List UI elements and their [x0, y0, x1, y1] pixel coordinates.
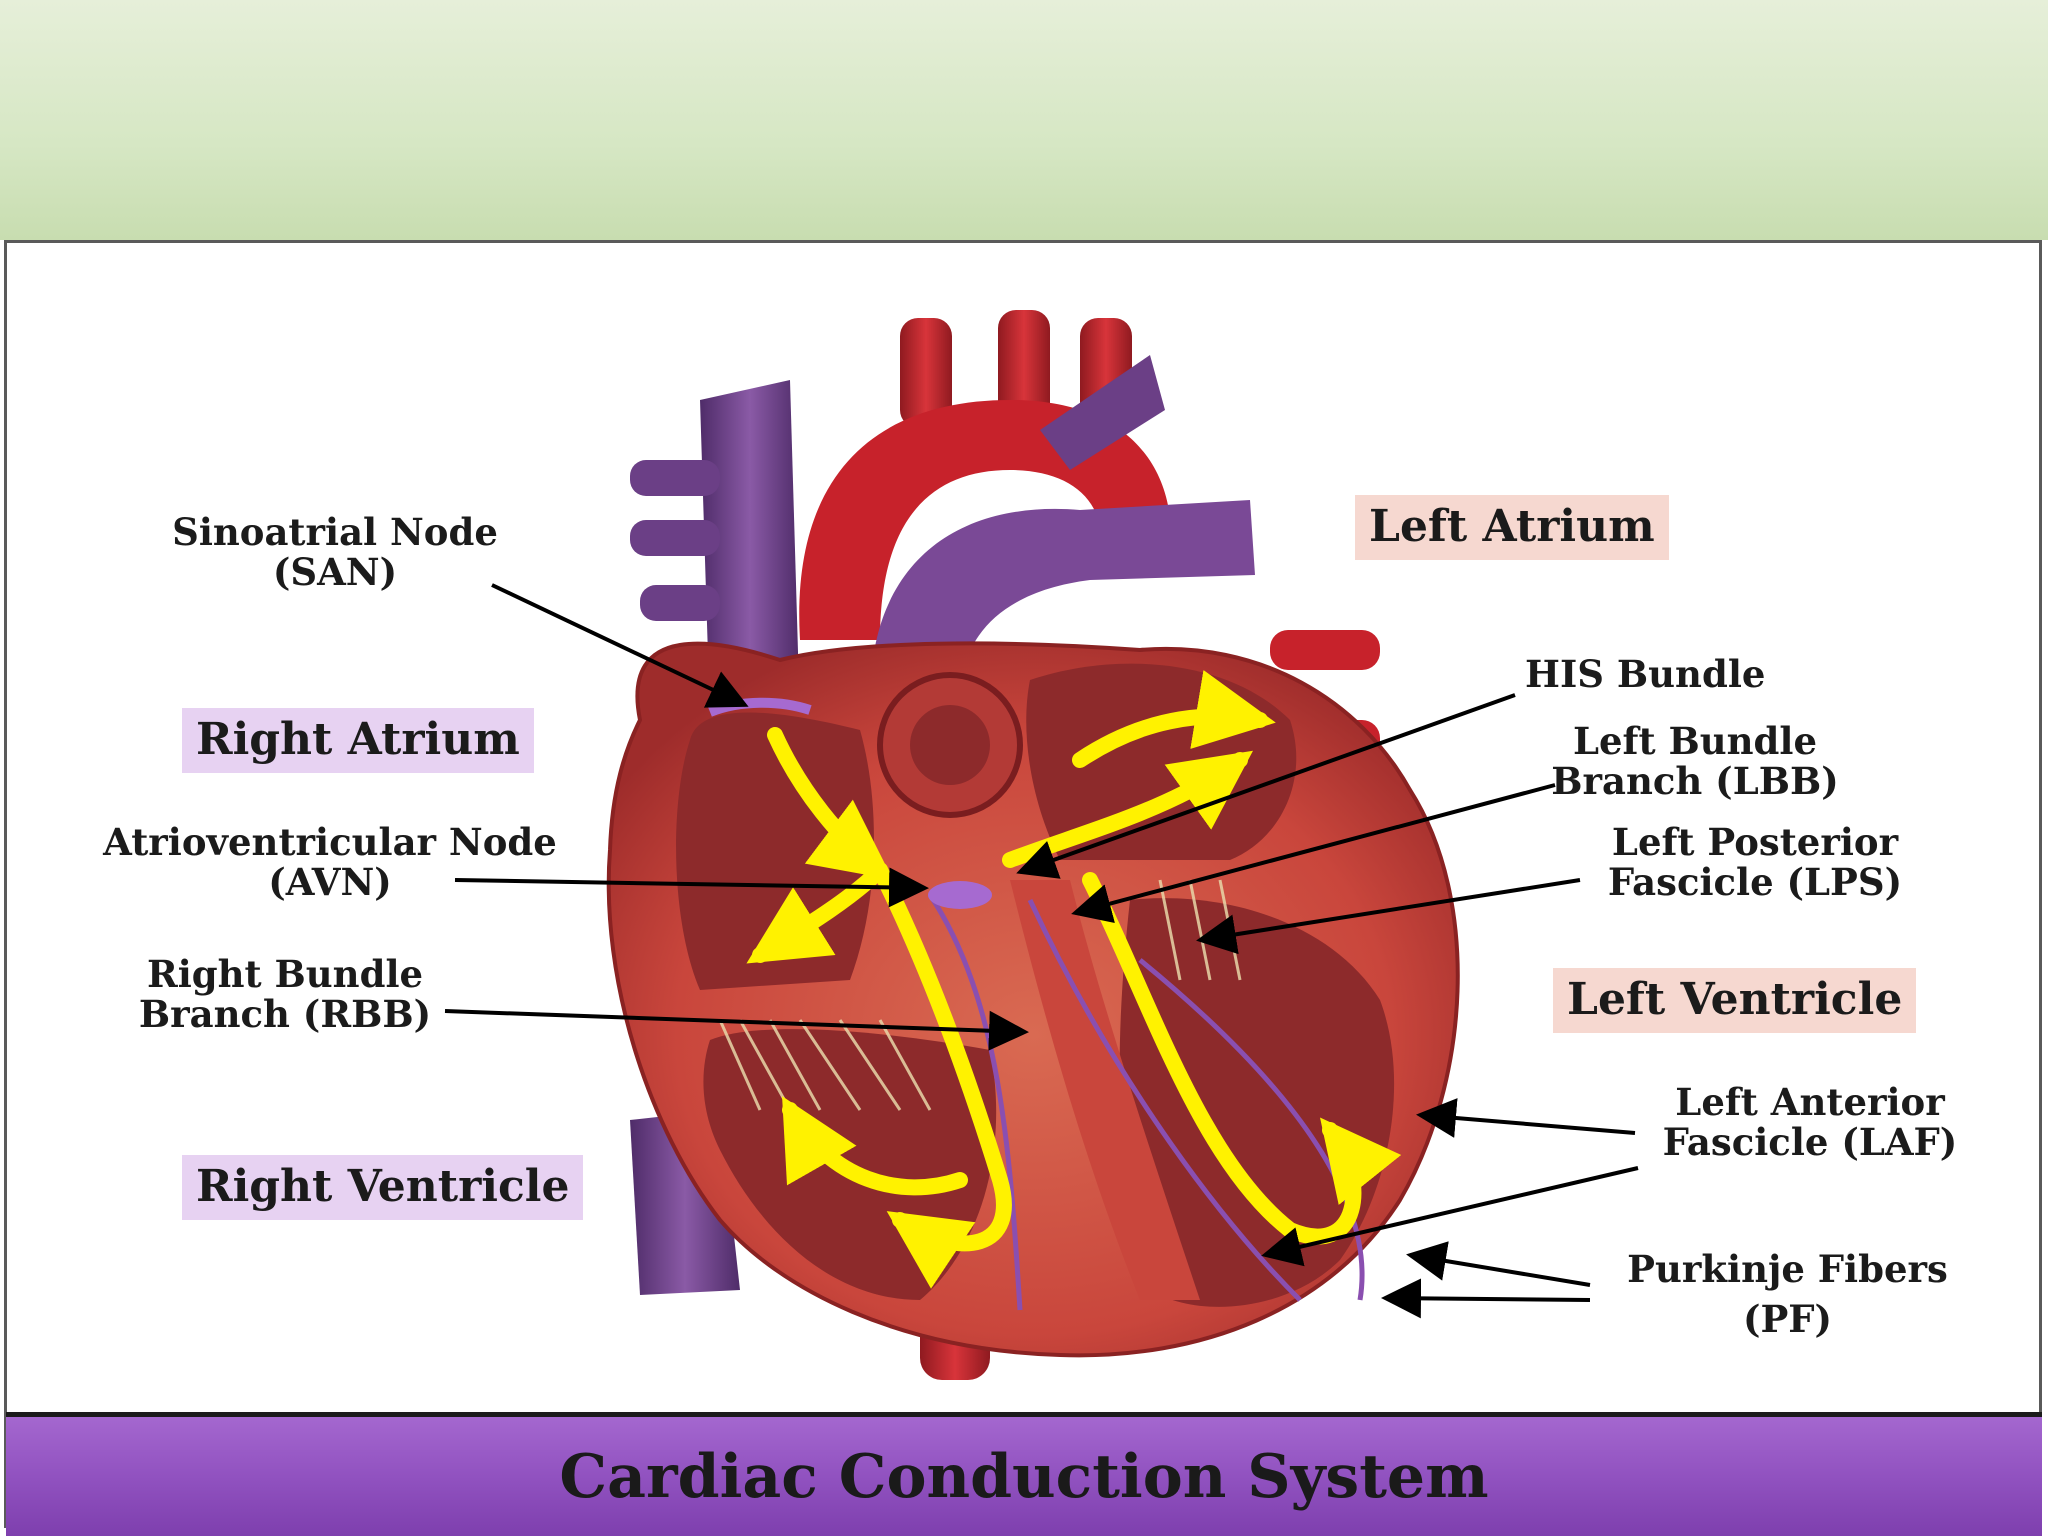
label-purkinje-fibers: Purkinje Fibers (PF): [1615, 1250, 1960, 1340]
pulmonary-vein-l3: [640, 585, 720, 621]
label-san-line1: Sinoatrial Node: [150, 513, 520, 553]
label-right-ventricle: Right Ventricle: [182, 1155, 583, 1220]
label-pf-line1: Purkinje Fibers: [1615, 1250, 1960, 1290]
pulmonary-vein-l2: [630, 520, 720, 556]
label-pf-line2: (PF): [1615, 1300, 1960, 1340]
label-left-atrium: Left Atrium: [1355, 495, 1669, 560]
label-left-posterior-fascicle: Left Posterior Fascicle (LPS): [1590, 823, 1920, 903]
label-right-atrium: Right Atrium: [182, 708, 534, 773]
label-lps-line1: Left Posterior: [1590, 823, 1920, 863]
arrow-pf-upper: [1410, 1255, 1590, 1285]
label-atrioventricular-node: Atrioventricular Node (AVN): [80, 823, 580, 903]
label-lbb-line1: Left Bundle: [1550, 722, 1840, 762]
av-node: [928, 881, 992, 909]
label-avn-line1: Atrioventricular Node: [80, 823, 580, 863]
label-left-bundle-branch: Left Bundle Branch (LBB): [1550, 722, 1840, 802]
label-lbb-line2: Branch (LBB): [1550, 762, 1840, 802]
label-right-bundle-branch: Right Bundle Branch (RBB): [120, 955, 450, 1035]
label-rbb-line2: Branch (RBB): [120, 995, 450, 1035]
label-laf-line2: Fascicle (LAF): [1650, 1123, 1970, 1163]
pulmonary-vein-r1: [1270, 630, 1380, 670]
aortic-valve-inner: [910, 705, 990, 785]
label-laf-line1: Left Anterior: [1650, 1083, 1970, 1123]
pulmonary-vein-l1: [630, 460, 720, 496]
label-his-bundle: HIS Bundle: [1525, 655, 1765, 695]
title-bar: Cardiac Conduction System: [6, 1412, 2042, 1536]
label-sinoatrial-node: Sinoatrial Node (SAN): [150, 513, 520, 593]
label-left-ventricle: Left Ventricle: [1553, 968, 1916, 1033]
label-left-anterior-fascicle: Left Anterior Fascicle (LAF): [1650, 1083, 1970, 1163]
label-lps-line2: Fascicle (LPS): [1590, 863, 1920, 903]
diagram-title: Cardiac Conduction System: [6, 1417, 2042, 1536]
label-avn-line2: (AVN): [80, 863, 580, 903]
label-rbb-line1: Right Bundle: [120, 955, 450, 995]
arrow-pf-lower: [1385, 1298, 1590, 1300]
label-san-line2: (SAN): [150, 553, 520, 593]
arrow-laf-upper: [1420, 1115, 1635, 1133]
